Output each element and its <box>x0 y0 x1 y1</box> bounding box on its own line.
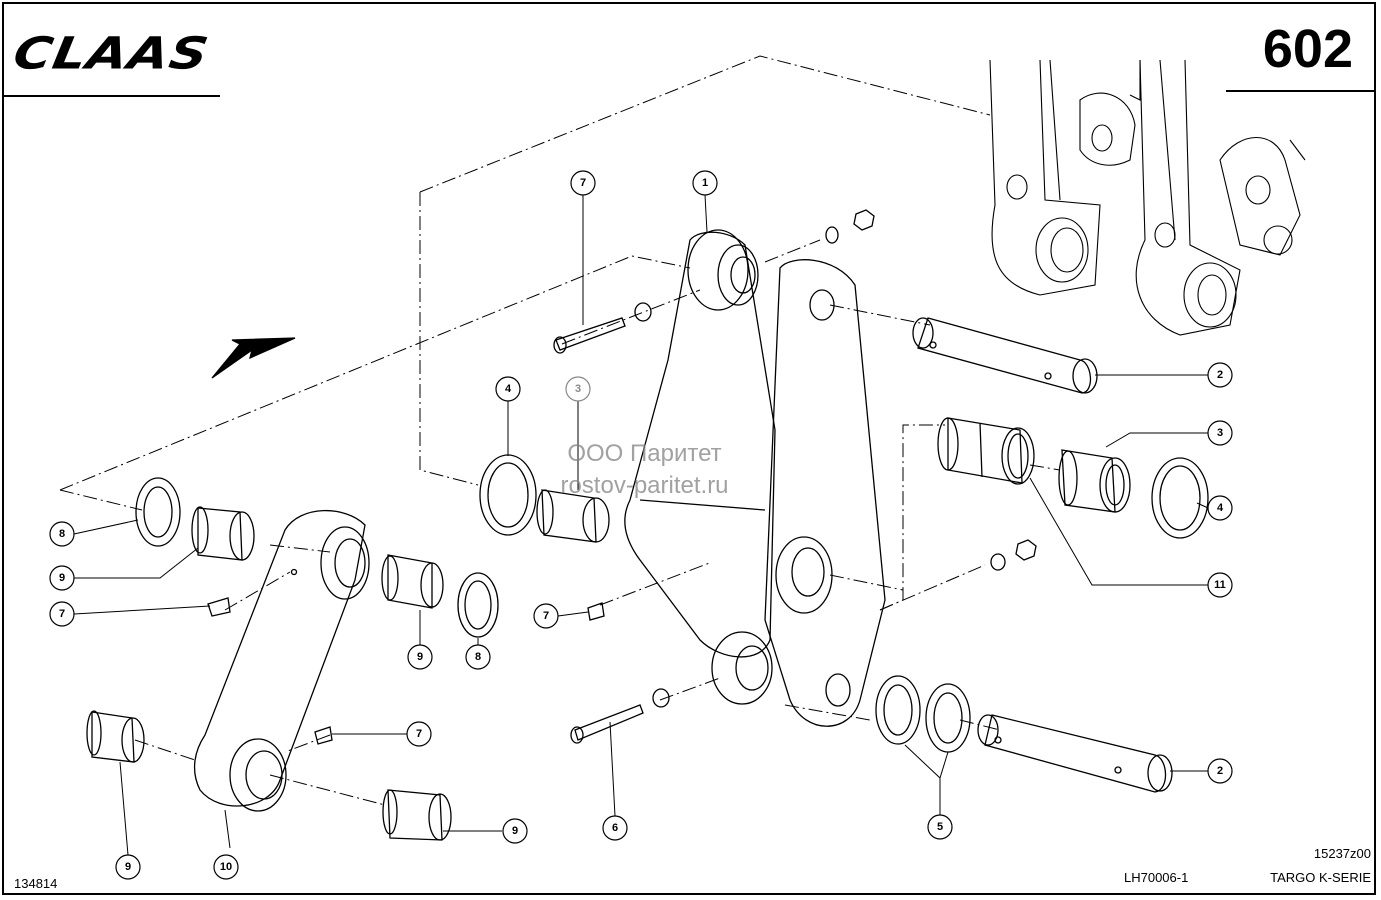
callout-label: 7 <box>580 177 586 189</box>
bolts <box>207 209 1037 745</box>
watermark-url: rostov-paritet.ru <box>560 472 729 499</box>
page-number: 602 <box>1262 19 1353 79</box>
watermark: ООО Паритет rostov-paritet.ru <box>0 438 1381 502</box>
bushing-9-left-top <box>191 506 255 561</box>
callout-label: 7 <box>59 608 65 620</box>
watermark-company: ООО Паритет <box>567 440 722 467</box>
callout-label: 8 <box>475 651 481 663</box>
callout-label: 6 <box>612 822 618 834</box>
callout-label: 7 <box>543 610 549 622</box>
callout-labels: 7 1 4 3 2 3 4 8 9 7 9 8 7 11 7 2 9 9 10 … <box>59 177 1226 873</box>
drawing-number: 134814 <box>14 876 58 891</box>
callout-label: 4 <box>1217 502 1224 514</box>
callout-label: 1 <box>702 177 708 189</box>
callout-label: 11 <box>1214 579 1226 591</box>
callout-label: 2 <box>1217 765 1223 777</box>
callout-label: 10 <box>220 861 232 873</box>
callout-label: 8 <box>59 528 65 540</box>
bushing-9-mid <box>381 554 444 609</box>
callout-label: 9 <box>512 825 518 837</box>
direction-arrow-icon <box>211 337 296 379</box>
pin-lower <box>977 714 1173 793</box>
callout-label: 3 <box>575 383 581 395</box>
callout-label: 9 <box>59 572 65 584</box>
series-label: TARGO K-SERIE <box>1270 870 1371 885</box>
page-number-underline <box>1226 90 1376 92</box>
bushing-9-left-bottom <box>86 710 145 763</box>
link-rod <box>193 509 370 812</box>
bushing-3-center <box>536 489 610 543</box>
callout-label: 9 <box>125 861 131 873</box>
callout-circles <box>49 170 1233 880</box>
assembly-centerlines <box>59 55 1061 806</box>
bushing-3-right <box>1058 449 1131 513</box>
callout-label: 4 <box>505 383 512 395</box>
washers <box>135 226 1209 753</box>
callout-label: 3 <box>1217 427 1223 439</box>
callout-label: 7 <box>416 728 422 740</box>
callout-label: 5 <box>937 821 943 833</box>
reference-code: 15237z00 <box>1313 846 1371 861</box>
callout-label: 2 <box>1217 369 1223 381</box>
mounting-frame <box>989 59 1306 336</box>
bushing-pair-right <box>937 417 1035 485</box>
pin-upper <box>912 317 1098 394</box>
callout-label: 9 <box>417 651 423 663</box>
main-lever <box>624 229 886 727</box>
leader-lines <box>73 194 1209 856</box>
bushing-9-bottom <box>382 789 452 841</box>
logo-underline <box>4 95 220 97</box>
group-code: LH70006-1 <box>1124 870 1189 885</box>
